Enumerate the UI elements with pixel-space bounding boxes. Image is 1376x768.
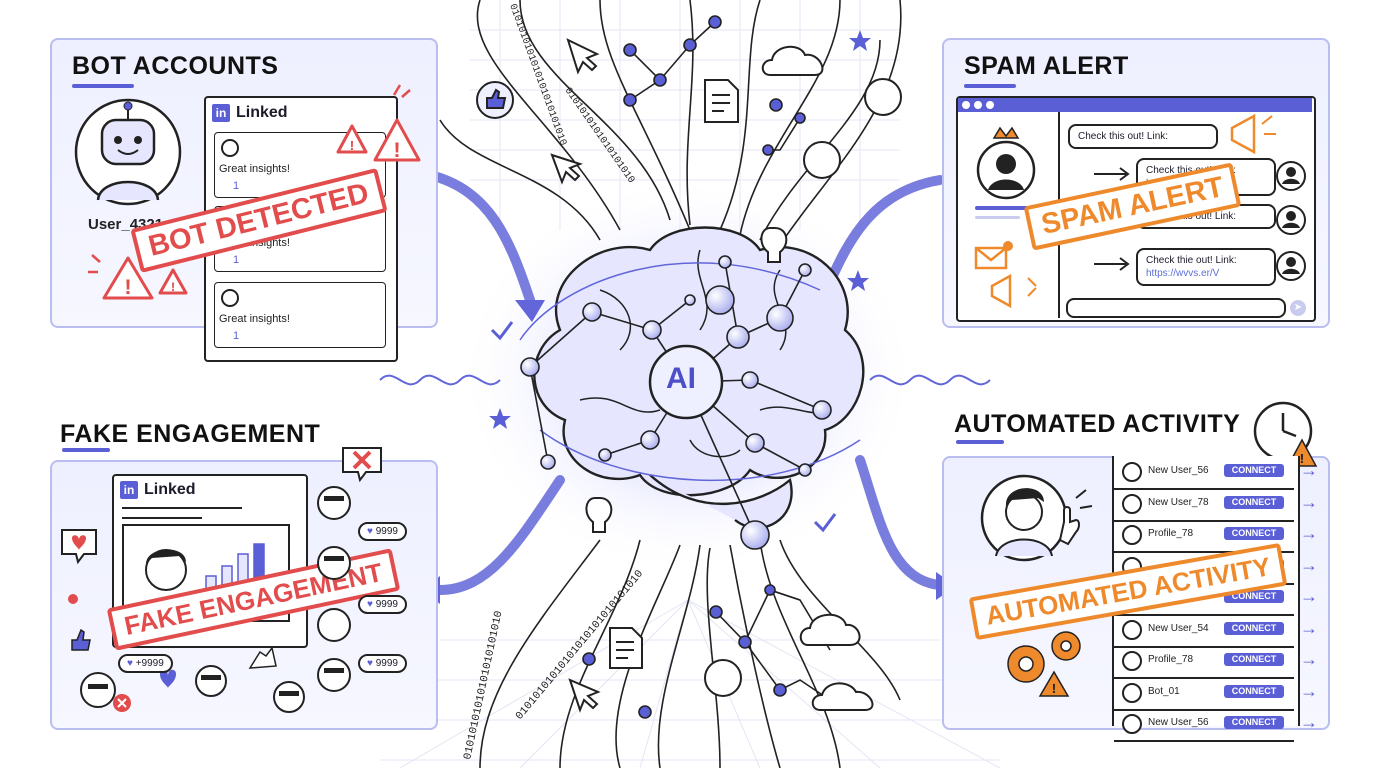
- connect-row: Profile_78 CONNECT: [1114, 521, 1294, 553]
- right-arrow-icon: →: [1300, 649, 1318, 669]
- like-bubble: ♥ 9999: [358, 595, 407, 614]
- bot-feed-brand: Linked: [236, 104, 288, 121]
- like-bubble: ♥ +9999: [118, 654, 173, 673]
- spam-message-1: Check this out! Link:: [1068, 124, 1218, 149]
- like-bubble: ♥ 9999: [358, 522, 407, 541]
- post-avatar-icon: [221, 139, 239, 157]
- spam-window-titlebar: [958, 98, 1312, 112]
- fake-feed-brand: Linked: [144, 481, 196, 498]
- user-avatar-icon: [1122, 462, 1142, 482]
- send-icon[interactable]: ➤: [1290, 300, 1306, 316]
- fake-engagement-title: FAKE ENGAGEMENT: [60, 420, 321, 448]
- connect-button[interactable]: CONNECT: [1224, 622, 1284, 635]
- connect-button[interactable]: CONNECT: [1224, 496, 1284, 509]
- like-count: +9999: [135, 658, 164, 669]
- window-dot-icon: [974, 101, 982, 109]
- connect-row-name: New User_56: [1148, 717, 1209, 728]
- svg-text:!: !: [1050, 682, 1058, 698]
- spam-envelope-megaphone-icons: [974, 241, 1037, 309]
- connect-row-name: New User_54: [1148, 623, 1209, 634]
- automation-user-avatar: [980, 474, 1093, 562]
- connect-row: New User_78 CONNECT: [1114, 490, 1294, 522]
- fake-engagement-underline: [62, 448, 110, 452]
- connect-row-name: Bot_01: [1148, 686, 1180, 697]
- like-count: 9999: [375, 526, 398, 537]
- user-avatar-icon: [1122, 525, 1142, 545]
- window-dot-icon: [986, 101, 994, 109]
- user-avatar-icon: [1122, 683, 1142, 703]
- like-count: 9999: [375, 599, 398, 610]
- right-arrow-icon: →: [1300, 712, 1318, 732]
- right-arrow-icon: →: [1300, 586, 1318, 606]
- right-arrow-icon: →: [1300, 523, 1318, 543]
- connect-row: New User_56 CONNECT: [1114, 458, 1294, 490]
- connect-row-name: Profile_78: [1148, 654, 1194, 665]
- connect-row: Bot_01 CONNECT: [1114, 679, 1294, 711]
- spam-alert-title: SPAM ALERT: [964, 52, 1129, 80]
- automated-activity-underline: [956, 440, 1004, 444]
- binary-stream-bottom-left: 01010101010101010101010: [462, 610, 505, 761]
- bot-accounts-underline: [72, 84, 134, 88]
- reaction-count: 1: [233, 330, 240, 342]
- right-arrow-icon: →: [1300, 492, 1318, 512]
- spam-arrows-avatars: [1094, 161, 1306, 281]
- connect-button[interactable]: CONNECT: [1224, 685, 1284, 698]
- spam-sidebar-line: [975, 206, 1035, 210]
- right-arrow-icon: →: [1300, 555, 1318, 575]
- bot-accounts-title-front: BOT ACCOUNTS: [72, 52, 279, 80]
- connect-button[interactable]: CONNECT: [1224, 527, 1284, 540]
- connect-button[interactable]: CONNECT: [1224, 653, 1284, 666]
- spam-sidebar-line: [975, 216, 1020, 219]
- reaction-count: 1: [233, 254, 240, 266]
- connect-row: New User_54 CONNECT: [1114, 616, 1294, 648]
- connect-row-name: Profile_78: [1148, 528, 1194, 539]
- right-arrow-icon: →: [1300, 618, 1318, 638]
- svg-text:!: !: [1298, 452, 1306, 468]
- connect-row: Profile_78 CONNECT: [1114, 647, 1294, 679]
- like-bubble: ♥ 9999: [358, 654, 407, 673]
- connect-button[interactable]: CONNECT: [1224, 716, 1284, 729]
- message-text: Check this out! Link:: [1078, 131, 1169, 142]
- linkedin-logo-icon: in: [120, 481, 138, 499]
- spam-alert-underline: [964, 84, 1016, 88]
- user-avatar-icon: [1122, 651, 1142, 671]
- message-link[interactable]: https://wvvs.er/V: [1146, 268, 1220, 279]
- fake-feed-line: [122, 507, 242, 509]
- robot-avatar-icon: [74, 98, 182, 206]
- user-avatar-icon: [1122, 620, 1142, 640]
- spam-message-4: Check thie out! Link: https://wvvs.er/V: [1136, 248, 1276, 286]
- connect-row-name: New User_78: [1148, 497, 1209, 508]
- bot-post-3: Great insights! 1: [214, 282, 386, 348]
- fake-feed-line: [122, 517, 202, 519]
- user-avatar-icon: [1122, 494, 1142, 514]
- message-text: Check thie out! Link:: [1146, 255, 1237, 266]
- connect-row-name: New User_56: [1148, 465, 1209, 476]
- post-avatar-icon: [221, 289, 239, 307]
- right-arrow-icon: →: [1300, 681, 1318, 701]
- ai-core-label: AI: [666, 362, 696, 395]
- binary-stream-top: 0101010101010101010101010: [506, 3, 568, 148]
- megaphone-icon: [1230, 113, 1276, 155]
- spam-input-box[interactable]: [1066, 298, 1286, 318]
- connect-row: New User_56 CONNECT: [1114, 710, 1294, 742]
- spam-user-avatar-icon: [976, 126, 1036, 200]
- right-arrow-icon: →: [1300, 460, 1318, 480]
- linkedin-logo-icon: in: [212, 104, 230, 122]
- connect-button[interactable]: CONNECT: [1224, 464, 1284, 477]
- reaction-count: 1: [233, 180, 240, 192]
- user-avatar-icon: [1122, 714, 1142, 734]
- post-text: Great insights!: [219, 163, 290, 175]
- window-dot-icon: [962, 101, 970, 109]
- post-text: Great insights!: [219, 313, 290, 325]
- automated-activity-title: AUTOMATED ACTIVITY: [954, 410, 1241, 438]
- like-count: 9999: [375, 658, 398, 669]
- gears-icon: !: [1007, 631, 1081, 698]
